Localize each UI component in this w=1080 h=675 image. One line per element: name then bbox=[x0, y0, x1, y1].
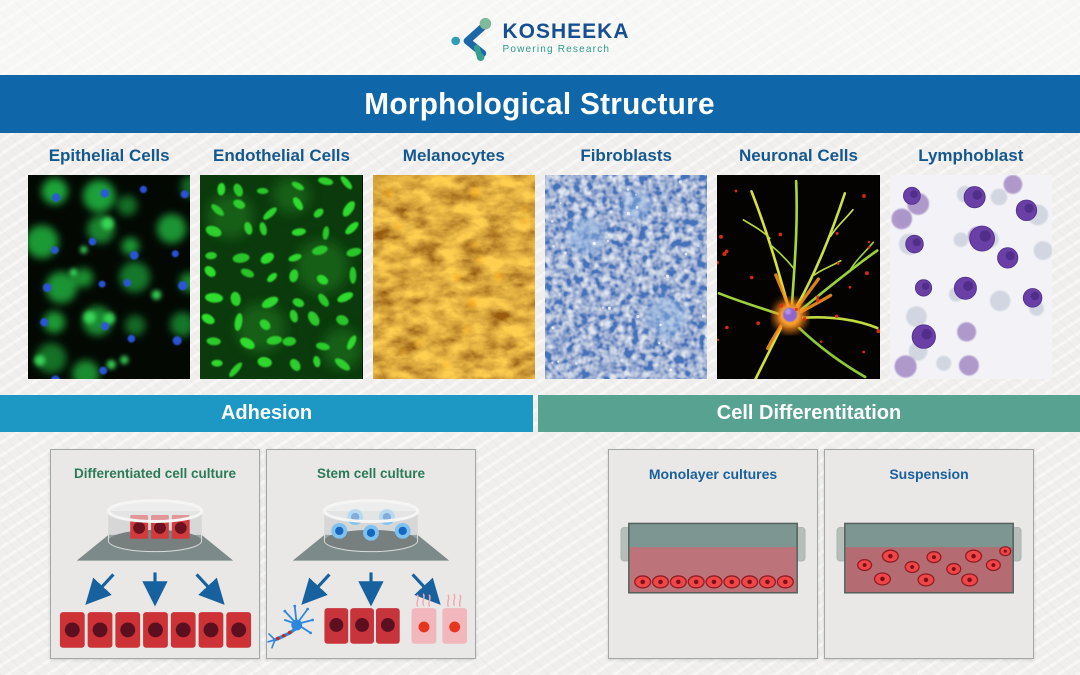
cell-type-labels: Epithelial Cells Endothelial Cells Melan… bbox=[28, 146, 1052, 166]
adhesion-banner-label: Adhesion bbox=[220, 402, 313, 424]
stem-cell-culture-panel: Stem cell culture bbox=[266, 449, 476, 659]
label-neuronal-cells: Neuronal Cells bbox=[738, 146, 858, 165]
stem-derived-red-cells bbox=[324, 608, 400, 644]
label-melanocytes: Melanocytes bbox=[402, 146, 505, 165]
monolayer-diagram bbox=[620, 522, 806, 594]
label-lymphoblast: Lymphoblast bbox=[918, 146, 1024, 165]
neuronal-cells-image bbox=[717, 175, 880, 379]
cell-types-section: Epithelial Cells Endothelial Cells Melan… bbox=[0, 133, 1080, 379]
stem-culture-diagram bbox=[267, 499, 468, 649]
differentiated-culture-diagram bbox=[59, 499, 252, 648]
differentiated-cell-row bbox=[59, 612, 252, 648]
monolayer-cell-row bbox=[634, 575, 794, 589]
title-banner: Morphological Structure bbox=[0, 75, 1080, 133]
kosheeka-logo: KOSHEEKA Powering Research bbox=[450, 15, 629, 61]
fibroblasts-image bbox=[544, 175, 708, 379]
differentiation-arrows bbox=[85, 572, 225, 607]
cell-differentiation-banner-label: Cell Differentitation bbox=[716, 402, 902, 424]
monolayer-cultures-panel: Monolayer cultures bbox=[608, 449, 818, 659]
page-title: Morphological Structure bbox=[364, 86, 716, 121]
diagram-panels: Differentiated cell culture bbox=[0, 432, 1080, 659]
differentiation-arrows bbox=[301, 572, 441, 607]
differentiated-cell-culture-panel: Differentiated cell culture bbox=[50, 449, 260, 659]
section-banners: Adhesion Cell Differentitation bbox=[0, 395, 1080, 432]
stem-panel-title: Stem cell culture bbox=[316, 466, 426, 481]
suspended-cells bbox=[857, 546, 1012, 587]
suspension-diagram bbox=[836, 522, 1022, 594]
lymphoblast-image bbox=[889, 175, 1052, 379]
differentiated-panel-title: Differentiated cell culture bbox=[73, 466, 237, 481]
monolayer-panel-title: Monolayer cultures bbox=[648, 466, 778, 482]
suspension-panel-title: Suspension bbox=[889, 466, 969, 482]
label-endothelial-cells: Endothelial Cells bbox=[213, 146, 350, 165]
micrograph-row bbox=[28, 175, 1052, 379]
adhesion-banner: Adhesion bbox=[0, 395, 533, 432]
epithelial-cells-image bbox=[28, 175, 191, 379]
adhesion-panels: Differentiated cell culture bbox=[50, 449, 476, 659]
endothelial-cells-image bbox=[200, 175, 363, 379]
neuron-icon bbox=[267, 604, 314, 649]
stem-derived-ciliated-cells bbox=[411, 593, 468, 644]
culture-dish-icon bbox=[76, 499, 234, 561]
label-epithelial-cells: Epithelial Cells bbox=[48, 146, 170, 165]
differentiation-panels: Monolayer cultures bbox=[608, 449, 1034, 659]
kosheeka-logo-icon bbox=[451, 17, 492, 61]
logo-tagline: Powering Research bbox=[502, 43, 611, 55]
culture-dish-icon bbox=[292, 499, 450, 561]
melanocytes-image bbox=[372, 175, 535, 379]
header: KOSHEEKA Powering Research bbox=[0, 0, 1080, 75]
logo-name: KOSHEEKA bbox=[502, 19, 630, 43]
suspension-panel: Suspension bbox=[824, 449, 1034, 659]
label-fibroblasts: Fibroblasts bbox=[580, 146, 672, 165]
cell-differentiation-banner: Cell Differentitation bbox=[538, 395, 1080, 432]
